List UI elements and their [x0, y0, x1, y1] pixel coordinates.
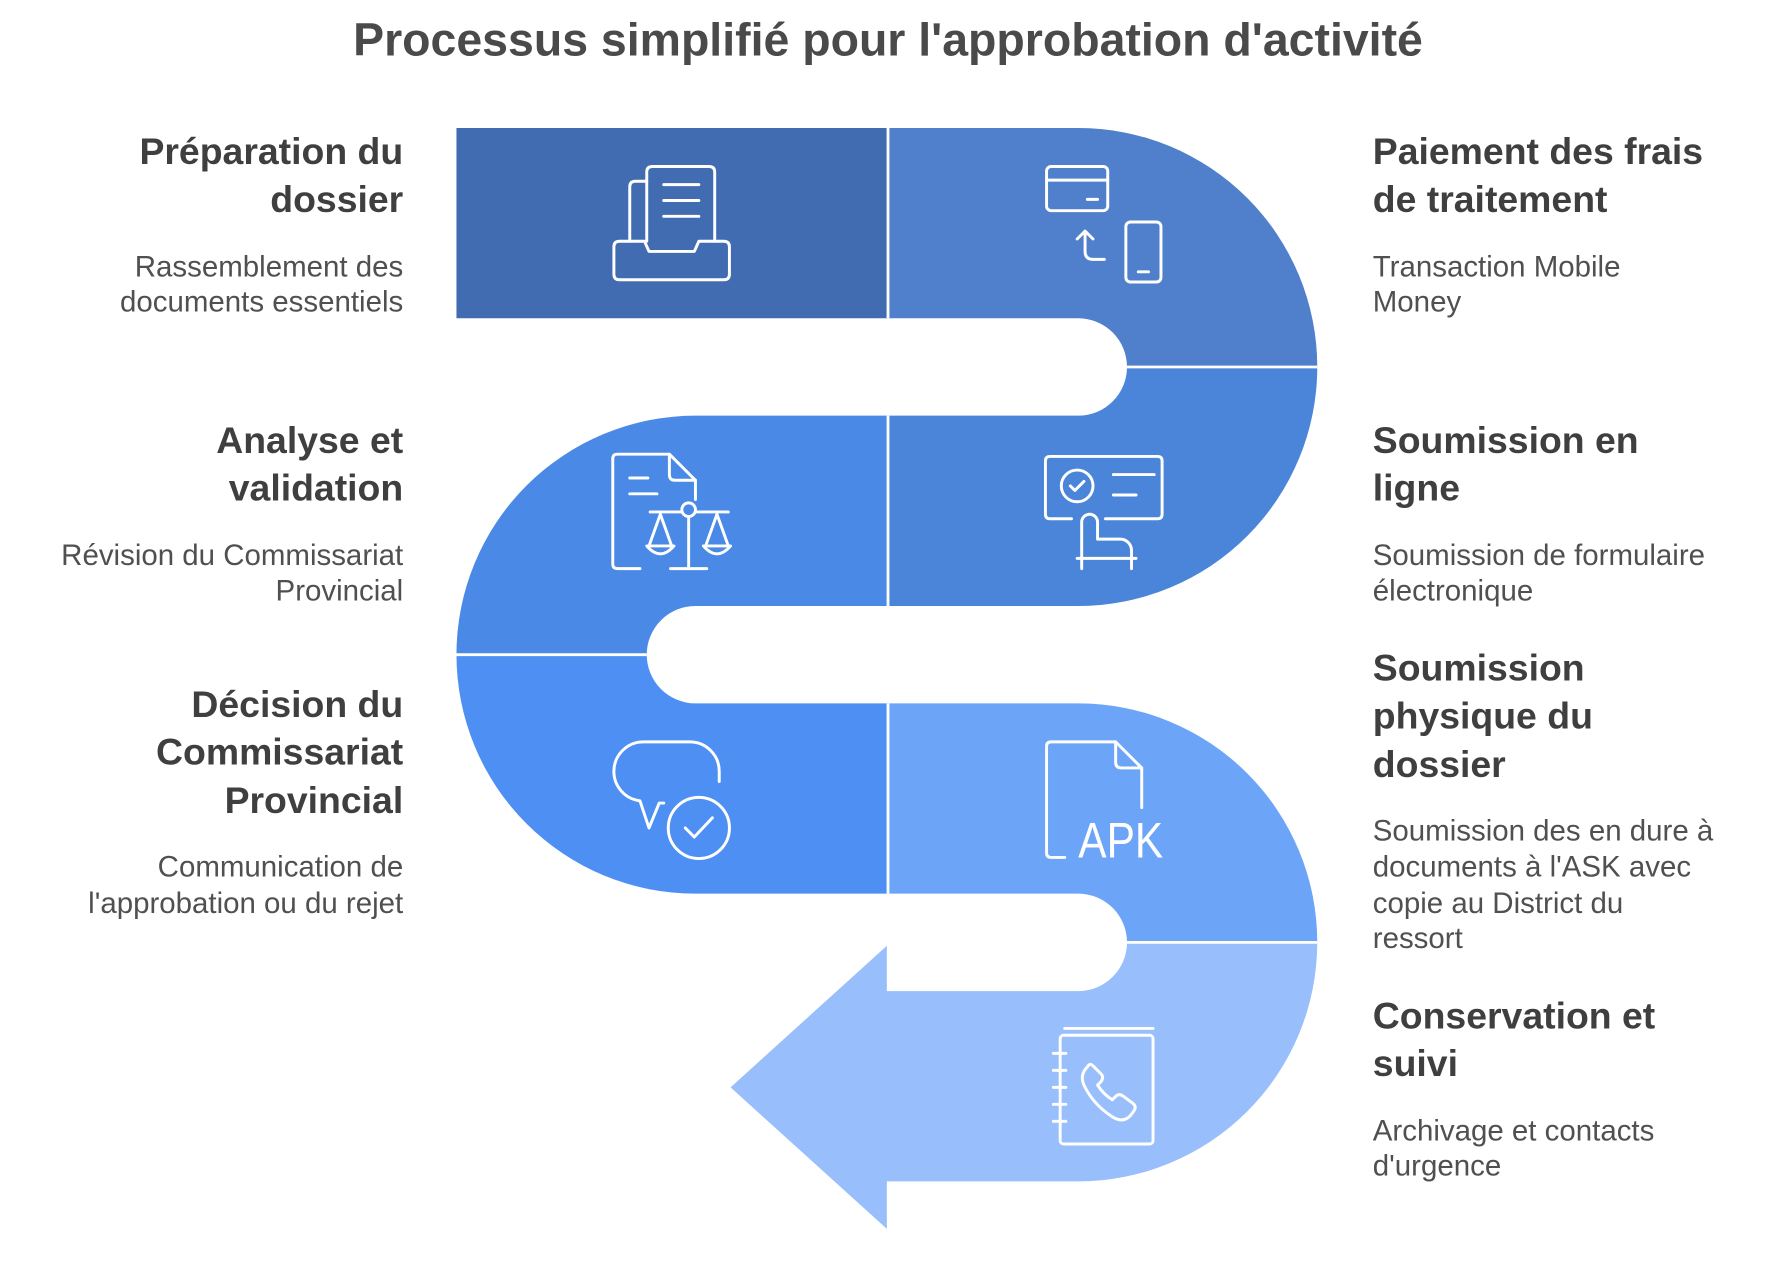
step-description: Archivage et contacts d'urgence — [1372, 1113, 1655, 1184]
book-cover — [1058, 1033, 1155, 1146]
document-tray-icon — [612, 165, 731, 282]
step-segment-conservation-arrow — [730, 942, 1318, 1229]
approval-circle — [666, 795, 731, 861]
chat-approval-icon — [612, 740, 731, 861]
document-sheet — [645, 165, 717, 243]
step-description: Révision du Commissariat Provincial — [61, 537, 404, 608]
step-title: Décision du Commissariat Provincial — [156, 682, 404, 821]
document-text-lines — [662, 183, 701, 218]
step-label-preparation: Préparation du dossier Rassemblement des… — [0, 128, 403, 321]
step-segment-decision — [456, 654, 888, 894]
step-title: Analyse et validation — [216, 418, 404, 509]
form-screen — [1043, 454, 1164, 521]
step-description: Soumission de formulaire électronique — [1372, 537, 1706, 608]
step-segment-preparation — [456, 127, 888, 319]
chat-bubble — [612, 740, 721, 830]
apk-label: APK — [1078, 812, 1163, 868]
step-segment-payment — [887, 127, 1318, 367]
transfer-arrow — [1075, 229, 1106, 261]
card — [1045, 165, 1110, 213]
checkmark — [683, 816, 714, 839]
step-segment-physical-submission — [887, 703, 1318, 943]
step-label-analysis: Analyse et validation Révision du Commis… — [0, 417, 403, 610]
step-label-conservation: Conservation et suivi Archivage et conta… — [1373, 992, 1776, 1185]
page-fold — [1114, 740, 1144, 770]
page-fold — [667, 452, 697, 482]
segment-dividers — [456, 127, 1318, 944]
step-title: Paiement des frais de traitement — [1372, 129, 1704, 221]
step-label-decision: Décision du Commissariat Provincial Comm… — [0, 680, 403, 921]
phone — [1124, 220, 1163, 284]
apk-file-icon: APK — [1045, 740, 1163, 868]
step-description: Rassemblement des documents essentiels — [120, 248, 404, 319]
step-label-online-submission: Soumission en ligne Soumission de formul… — [1373, 417, 1776, 610]
hand-cuff — [1075, 556, 1138, 571]
step-title: Préparation du dossier — [139, 129, 404, 221]
document-text-lines — [628, 476, 659, 496]
online-form-click-icon — [1043, 454, 1164, 571]
back-sheet — [628, 179, 649, 243]
scale-pillar — [669, 515, 709, 571]
binding-rings — [1051, 1051, 1068, 1123]
right-pan — [701, 512, 733, 556]
step-title: Soumission en ligne — [1372, 418, 1639, 509]
pointing-hand — [1080, 512, 1133, 560]
step-segment-online-submission — [887, 366, 1318, 606]
document-scales-icon — [611, 452, 733, 571]
address-book-phone-icon — [1051, 1026, 1155, 1146]
step-segment-analysis — [456, 415, 888, 655]
step-description: Communication de l'approbation ou du rej… — [88, 849, 404, 920]
tray — [612, 239, 731, 282]
step-description: Soumission des en dure à documents à l'A… — [1372, 813, 1714, 956]
document-outline — [611, 452, 697, 571]
step-title: Soumission physique du dossier — [1372, 646, 1593, 785]
left-pan — [645, 512, 676, 556]
step-label-payment: Paiement des frais de traitement Transac… — [1373, 128, 1776, 321]
step-label-physical-submission: Soumission physique du dossier Soumissio… — [1373, 644, 1776, 957]
check-circle — [1059, 468, 1095, 504]
step-title: Conservation et suivi — [1372, 994, 1656, 1085]
phone-handset — [1080, 1062, 1137, 1122]
checkmark — [1068, 479, 1086, 492]
card-to-phone-payment-icon — [1045, 165, 1163, 284]
file-outline — [1045, 740, 1144, 859]
form-lines — [1111, 473, 1156, 497]
step-description: Transaction Mobile Money — [1372, 248, 1621, 319]
page-title: Processus simplifié pour l'approbation d… — [353, 13, 1423, 66]
